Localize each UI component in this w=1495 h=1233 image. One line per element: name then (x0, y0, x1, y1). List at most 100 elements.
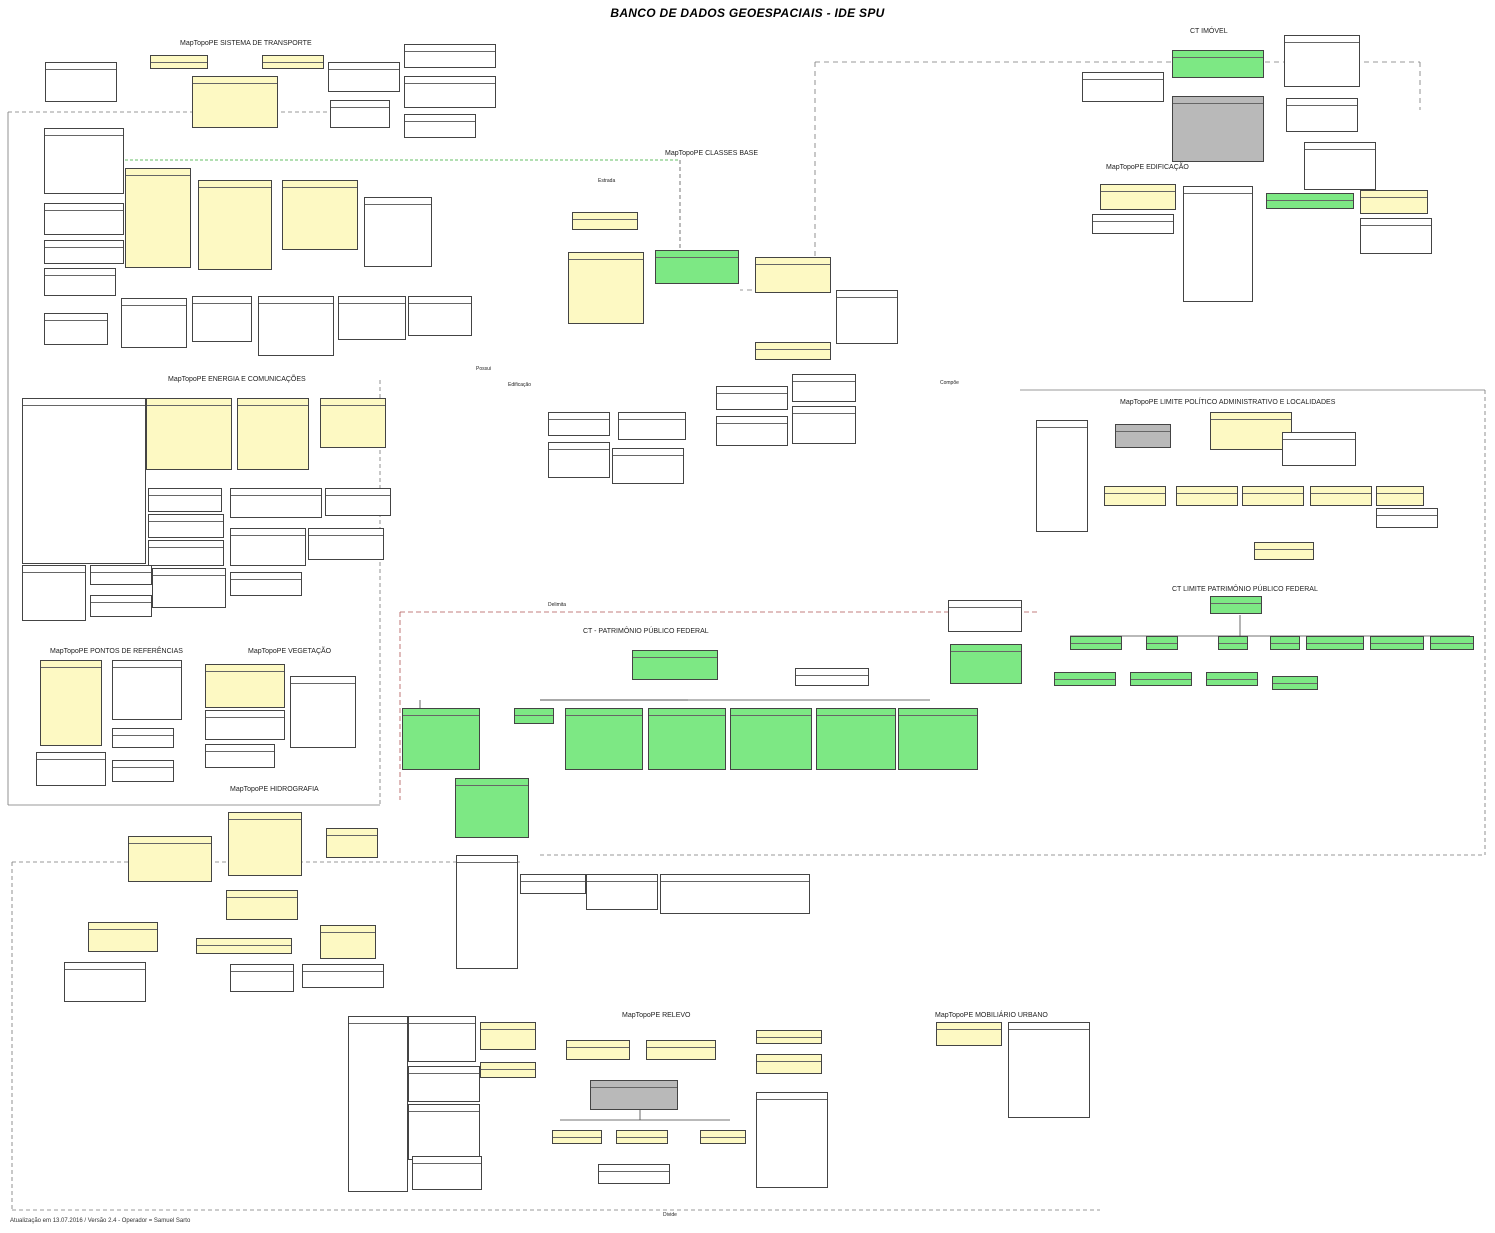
domain-table (408, 1066, 480, 1102)
domain-table (328, 62, 400, 92)
domain-table (948, 600, 1022, 632)
class-box (1430, 636, 1474, 650)
domain-table (1286, 98, 1358, 132)
class-box (88, 922, 158, 952)
domain-table (192, 296, 252, 342)
package-label-imovel: CT IMÓVEL (1190, 28, 1228, 35)
class-box (730, 708, 812, 770)
connector-label: Compõe (940, 380, 959, 386)
class-box (1104, 486, 1166, 506)
domain-table (716, 386, 788, 410)
class-box (237, 398, 309, 470)
class-box (1270, 636, 1300, 650)
package-label-classes-base: MapTopoPE CLASSES BASE (665, 150, 758, 157)
class-box (326, 828, 378, 858)
domain-table (258, 296, 334, 356)
domain-table (404, 44, 496, 68)
package-label-mobiliario: MapTopoPE MOBILIÁRIO URBANO (935, 1012, 1048, 1019)
class-box (1115, 424, 1171, 448)
package-label-edificacao: MapTopoPE EDIFICAÇÃO (1106, 164, 1189, 171)
class-box (756, 1030, 822, 1044)
class-box (936, 1022, 1002, 1046)
class-box (1172, 96, 1264, 162)
domain-table (152, 568, 226, 608)
domain-table (1282, 432, 1356, 466)
domain-table (302, 964, 384, 988)
class-box (1266, 193, 1354, 209)
domain-table (44, 128, 124, 194)
domain-table (1036, 420, 1088, 532)
class-box (646, 1040, 716, 1060)
domain-table (1376, 508, 1438, 528)
class-box (480, 1062, 536, 1078)
domain-table (792, 406, 856, 444)
domain-table (205, 710, 285, 740)
domain-table (36, 752, 106, 786)
class-box (616, 1130, 668, 1144)
domain-table (44, 203, 124, 235)
domain-table (205, 744, 275, 768)
domain-table (598, 1164, 670, 1184)
domain-table (364, 197, 432, 267)
package-label-patrimonio: CT - PATRIMÔNIO PÚBLICO FEDERAL (583, 628, 709, 635)
connector-label: Estrada (598, 178, 616, 184)
domain-table (230, 488, 322, 518)
class-box (192, 76, 278, 128)
class-box (700, 1130, 746, 1144)
domain-table (412, 1156, 482, 1190)
domain-table (548, 442, 610, 478)
domain-table (1304, 142, 1376, 190)
connector-label: Delimita (548, 602, 567, 608)
class-box (1210, 596, 1262, 614)
class-box (514, 708, 554, 724)
domain-table (290, 676, 356, 748)
domain-table (44, 240, 124, 264)
domain-table (795, 668, 869, 686)
class-box (552, 1130, 602, 1144)
package-label-hidrografia: MapTopoPE HIDROGRAFIA (230, 786, 319, 793)
class-box (1376, 486, 1424, 506)
class-box (1210, 412, 1292, 450)
class-box (1206, 672, 1258, 686)
class-box (565, 708, 643, 770)
domain-table (612, 448, 684, 484)
domain-table (1092, 214, 1174, 234)
class-box (125, 168, 191, 268)
class-box (226, 890, 298, 920)
class-box (128, 836, 212, 882)
domain-table (330, 100, 390, 128)
domain-table (112, 728, 174, 748)
domain-table (308, 528, 384, 560)
domain-table (404, 114, 476, 138)
domain-table (90, 565, 152, 585)
domain-table (1082, 72, 1164, 102)
domain-table (148, 540, 224, 566)
class-box (320, 925, 376, 959)
class-box (320, 398, 386, 448)
package-label-transporte: MapTopoPE SISTEMA DE TRANSPORTE (180, 40, 312, 47)
class-box (1218, 636, 1248, 650)
domain-table (348, 1016, 408, 1192)
domain-table (1360, 218, 1432, 254)
package-label-relevo: MapTopoPE RELEVO (622, 1012, 691, 1019)
domain-table (586, 874, 658, 910)
class-box (455, 778, 529, 838)
domain-table (148, 488, 222, 512)
class-box (572, 212, 638, 230)
class-box (480, 1022, 536, 1050)
domain-table (112, 760, 174, 782)
class-box (228, 812, 302, 876)
package-label-energia: MapTopoPE ENERGIA E COMUNICAÇÕES (168, 376, 306, 383)
class-box (655, 250, 739, 284)
package-label-limite-politico: MapTopoPE LIMITE POLÍTICO ADMINISTRATIVO… (1120, 399, 1336, 406)
class-box (1054, 672, 1116, 686)
class-box (198, 180, 272, 270)
domain-table (1008, 1022, 1090, 1118)
class-box (1176, 486, 1238, 506)
domain-table (756, 1092, 828, 1188)
connector-label: Possui (476, 366, 492, 372)
class-box (1370, 636, 1424, 650)
domain-table (22, 565, 86, 621)
domain-table (836, 290, 898, 344)
